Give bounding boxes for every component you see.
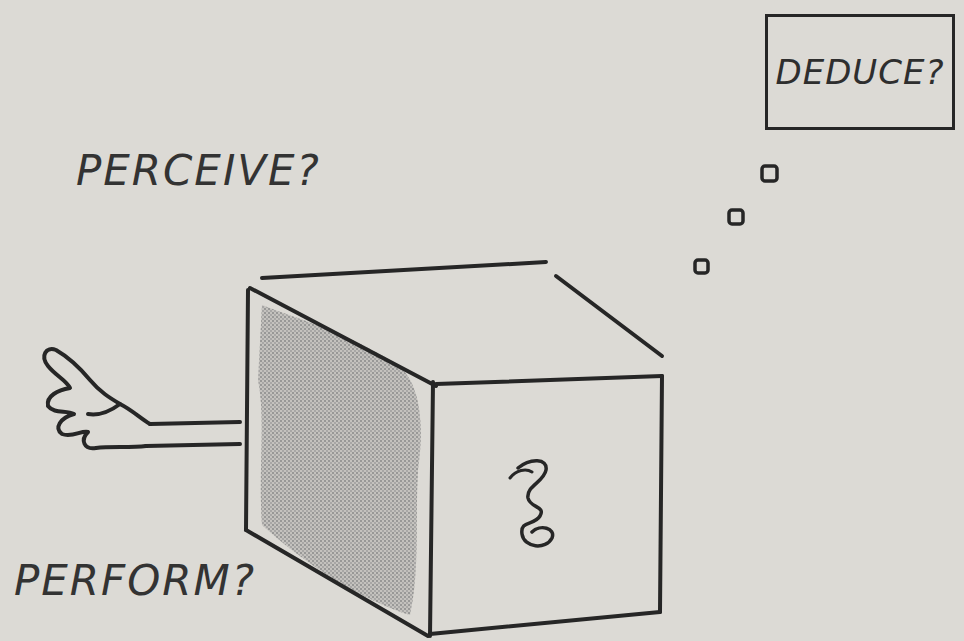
squiggle-symbol (510, 470, 532, 478)
hand-fist (44, 349, 150, 448)
cube-edge (436, 376, 662, 384)
arm-line (150, 422, 240, 424)
thought-bubble (729, 210, 743, 224)
squiggle-symbol (518, 461, 553, 546)
cube-edge (430, 382, 433, 636)
hand-fist (88, 404, 120, 414)
question-label: PERFORM? (14, 556, 256, 605)
question-label: PERCEIVE? (76, 146, 321, 195)
cube-edge (660, 376, 662, 612)
box-text: DEDUCE? (776, 52, 945, 92)
cube-edge (556, 276, 662, 356)
stipple-texture (258, 305, 421, 615)
cube-edge (430, 612, 660, 634)
thought-bubble (762, 166, 777, 181)
thought-bubble (695, 260, 708, 273)
cube-edge (246, 530, 428, 636)
shaded-face (258, 305, 421, 615)
cube-edge (262, 262, 546, 278)
thought-box: DEDUCE? (765, 14, 955, 130)
arm-line (146, 444, 240, 446)
cube-edge (246, 290, 248, 530)
cube-edge (250, 288, 436, 386)
